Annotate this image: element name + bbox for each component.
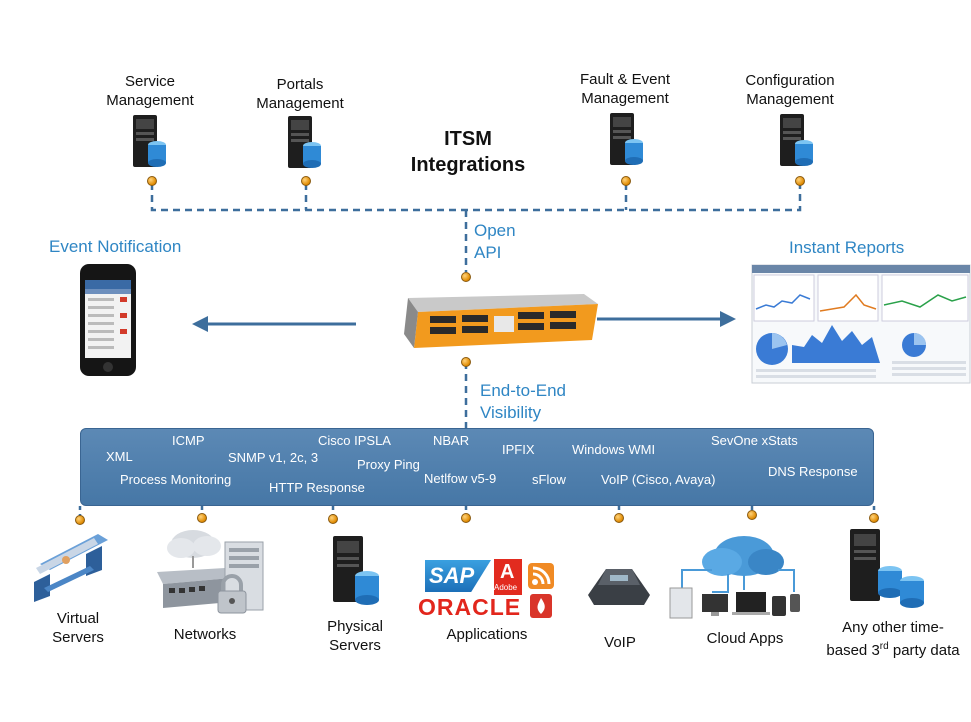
flame-icon: [530, 594, 552, 618]
conference-phone-icon: [588, 569, 650, 605]
connector-dot: [461, 357, 471, 367]
server-db-icon: [133, 115, 166, 167]
protocol-band: [80, 428, 874, 506]
protocol-label: DNS Response: [768, 464, 858, 479]
connector-dot: [747, 510, 757, 520]
server-db-icon: [850, 529, 924, 608]
connector-dot: [461, 272, 471, 282]
protocol-label: XML: [106, 449, 133, 464]
source-label-networks: Networks: [173, 626, 237, 643]
source-label-cloud-apps: Cloud Apps: [706, 630, 784, 647]
protocol-label: SNMP v1, 2c, 3: [228, 450, 319, 465]
server-db-icon: [780, 114, 813, 166]
instant-reports-label: Instant Reports: [789, 238, 905, 257]
protocol-label: IPFIX: [502, 442, 535, 457]
virtual-servers-icon: [34, 534, 108, 602]
protocol-label: ICMP: [172, 433, 205, 448]
protocol-label: Windows WMI: [572, 442, 656, 457]
server-db-icon: [610, 113, 643, 165]
protocol-label: sFlow: [532, 472, 566, 487]
event-notification-label: Event Notification: [49, 237, 182, 256]
appliance-icon: [404, 294, 598, 348]
protocol-label: NBAR: [433, 433, 470, 448]
protocol-label: VoIP (Cisco, Avaya): [601, 472, 716, 487]
connector-dot: [301, 176, 311, 186]
connector-dot: [197, 513, 207, 523]
connector-dot: [461, 513, 471, 523]
protocol-label: Proxy Ping: [357, 457, 420, 472]
rss-icon: [528, 563, 554, 589]
source-label-third-party-data: Any other time- based 3rd party data: [826, 619, 960, 659]
protocol-label: Cisco IPSLA: [318, 433, 391, 448]
protocol-label: Netlfow v5-9: [424, 471, 497, 486]
source-label-applications: Applications: [446, 626, 528, 643]
protocol-label: Process Monitoring: [120, 472, 232, 487]
connector-dot: [869, 513, 879, 523]
connector-dot: [328, 514, 338, 524]
cloud-apps-icon: [669, 536, 800, 619]
source-label-voip: VoIP: [604, 634, 636, 651]
connector-dot: [795, 176, 805, 186]
lock-icon: [217, 574, 247, 614]
smartphone-icon: [80, 264, 136, 376]
protocol-label: SevOne xStats: [711, 433, 798, 448]
connector-dot: [147, 176, 157, 186]
report-dashboard-icon: [751, 264, 971, 384]
server-db-icon: [333, 536, 379, 605]
connector-dot: [75, 515, 85, 525]
oracle-logo: ORACLE: [418, 594, 522, 620]
connector-dot: [621, 176, 631, 186]
connector-dot: [614, 513, 624, 523]
protocol-label: HTTP Response: [269, 480, 365, 495]
server-db-icon: [288, 116, 321, 168]
adobe-logo: A Adobe: [494, 559, 522, 595]
